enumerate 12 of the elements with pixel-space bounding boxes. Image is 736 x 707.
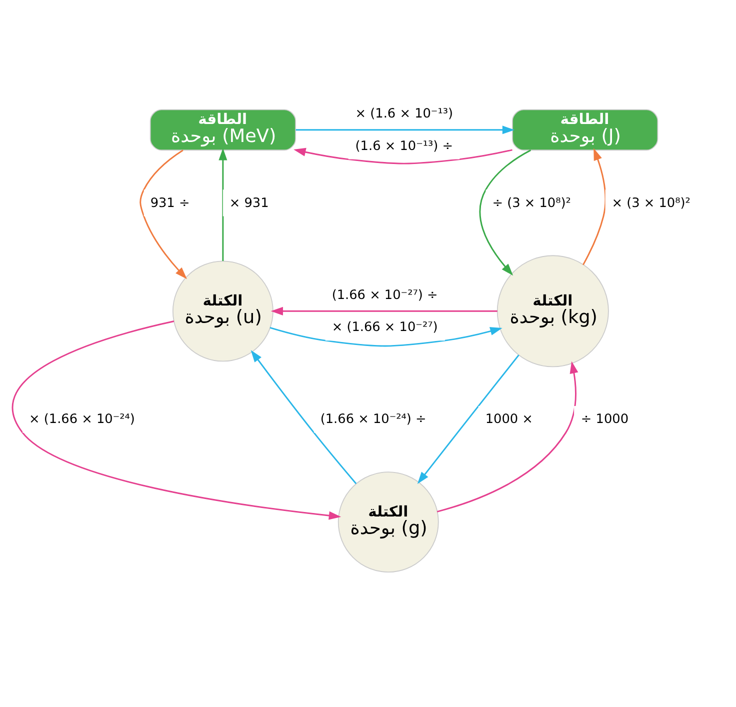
edge-label: × (1.6 × 10⁻¹³) xyxy=(355,106,454,122)
edge-label: ÷ (3 × 10⁸)² xyxy=(492,195,571,210)
edge-label: 1000 × xyxy=(485,412,533,427)
edge-label: ÷ 1000 xyxy=(580,412,629,427)
edge-label: × (1.66 × 10⁻²⁴) xyxy=(29,412,135,427)
edge-label: × 931 xyxy=(229,195,269,210)
edge-label: × (1.66 × 10⁻²⁷) xyxy=(332,320,438,335)
edge-label: (1.6 × 10⁻¹³) ÷ xyxy=(355,138,454,154)
edge-label: × (3 × 10⁸)² xyxy=(612,195,690,210)
edge-label: (1.66 × 10⁻²⁷) ÷ xyxy=(332,287,438,302)
edge-label: (1.66 × 10⁻²⁴) ÷ xyxy=(320,412,426,427)
edge-label: 931 ÷ xyxy=(150,195,190,210)
